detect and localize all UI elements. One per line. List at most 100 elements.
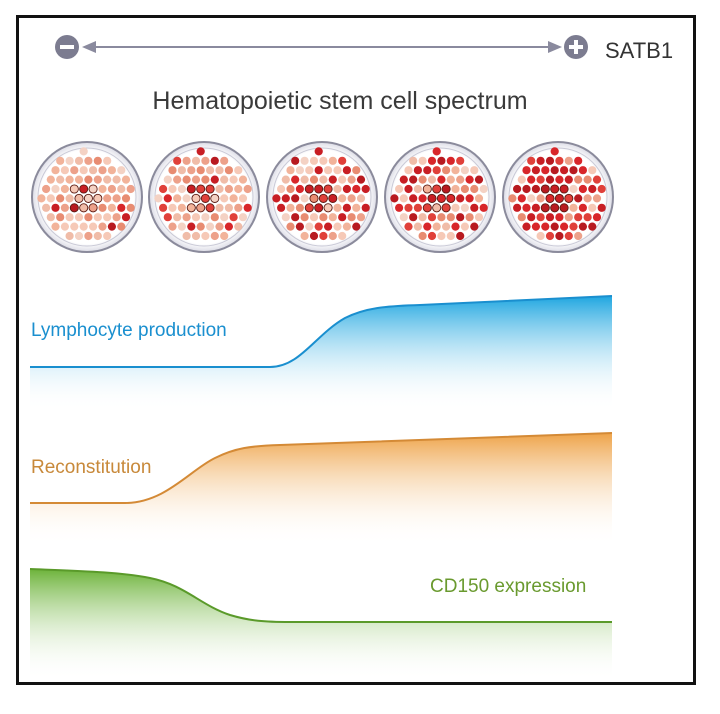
- cell: [121, 213, 131, 222]
- cell: [522, 184, 531, 194]
- cell: [173, 175, 182, 184]
- cell: [342, 222, 351, 231]
- cell: [338, 231, 347, 241]
- cell: [413, 184, 422, 194]
- cell: [465, 194, 474, 203]
- cell: [536, 156, 545, 165]
- cell: [201, 175, 210, 184]
- cell: [205, 184, 215, 194]
- cell: [451, 184, 460, 194]
- cell: [569, 203, 578, 212]
- cell: [126, 184, 135, 194]
- cell: [304, 184, 314, 194]
- cell: [295, 166, 304, 175]
- cell: [460, 222, 469, 231]
- cell: [583, 175, 592, 184]
- cell: [295, 222, 304, 231]
- cell: [574, 194, 583, 203]
- cell: [470, 222, 479, 231]
- cell: [399, 213, 408, 222]
- cell: [46, 194, 55, 203]
- cell: [531, 203, 541, 212]
- cell: [234, 203, 243, 212]
- cell: [569, 184, 578, 194]
- cell: [37, 194, 46, 203]
- cell: [215, 203, 224, 212]
- cell: [215, 166, 224, 175]
- cell: [324, 166, 333, 175]
- reconstitution-area: [30, 433, 612, 545]
- cell: [201, 231, 210, 241]
- cell: [427, 193, 437, 203]
- cell: [201, 156, 210, 165]
- cell: [536, 175, 545, 184]
- cell: [107, 222, 116, 231]
- cell: [413, 222, 422, 231]
- cell: [451, 203, 460, 212]
- cell: [333, 222, 342, 231]
- cell: [437, 231, 446, 241]
- cell: [545, 193, 555, 203]
- cell: [550, 166, 559, 175]
- cell: [281, 175, 290, 184]
- cell: [314, 184, 324, 194]
- cell: [224, 203, 233, 212]
- cell: [342, 203, 351, 212]
- cell: [423, 222, 432, 231]
- satb1-label: SATB1: [605, 38, 674, 63]
- cell: [163, 213, 172, 222]
- cd150-area: [30, 569, 612, 680]
- cell: [210, 213, 219, 222]
- cell: [177, 203, 186, 212]
- cell: [564, 156, 573, 165]
- cell: [531, 222, 541, 231]
- cell: [437, 213, 446, 222]
- cell: [427, 175, 437, 184]
- cell: [69, 184, 79, 194]
- cell: [238, 213, 248, 222]
- cell: [338, 175, 347, 184]
- cell: [545, 175, 555, 184]
- cell: [220, 175, 229, 184]
- arrow-right-icon: [548, 41, 562, 53]
- cell: [234, 184, 243, 194]
- lymphocyte-label: Lymphocyte production: [31, 320, 227, 341]
- cell: [517, 194, 526, 203]
- cell: [220, 156, 229, 165]
- cell: [347, 213, 356, 222]
- cell: [60, 203, 69, 212]
- cell: [522, 222, 531, 231]
- cell: [356, 175, 366, 184]
- cell: [220, 194, 229, 203]
- cell: [112, 194, 121, 203]
- figure-frame: [16, 15, 696, 685]
- cell: [234, 166, 243, 175]
- cell: [177, 184, 186, 194]
- cell: [70, 166, 79, 175]
- cell: [196, 222, 205, 231]
- cell: [51, 166, 60, 175]
- cell: [413, 203, 422, 212]
- cell: [314, 166, 323, 175]
- cell: [168, 166, 177, 175]
- cell: [220, 231, 229, 241]
- cell: [46, 175, 55, 184]
- cell: [93, 213, 102, 222]
- cell: [442, 166, 451, 175]
- petri-dish-5: [502, 141, 614, 253]
- cell: [418, 175, 427, 184]
- cell: [229, 175, 238, 184]
- cell: [65, 156, 74, 165]
- cell: [432, 203, 442, 213]
- cell: [112, 175, 121, 184]
- cell: [182, 156, 191, 165]
- cell: [560, 222, 569, 231]
- cell: [196, 184, 206, 194]
- cell: [291, 213, 300, 222]
- cell: [229, 194, 238, 203]
- cell: [74, 213, 84, 222]
- cell: [531, 166, 541, 175]
- cell: [328, 213, 337, 222]
- cell: [206, 166, 215, 175]
